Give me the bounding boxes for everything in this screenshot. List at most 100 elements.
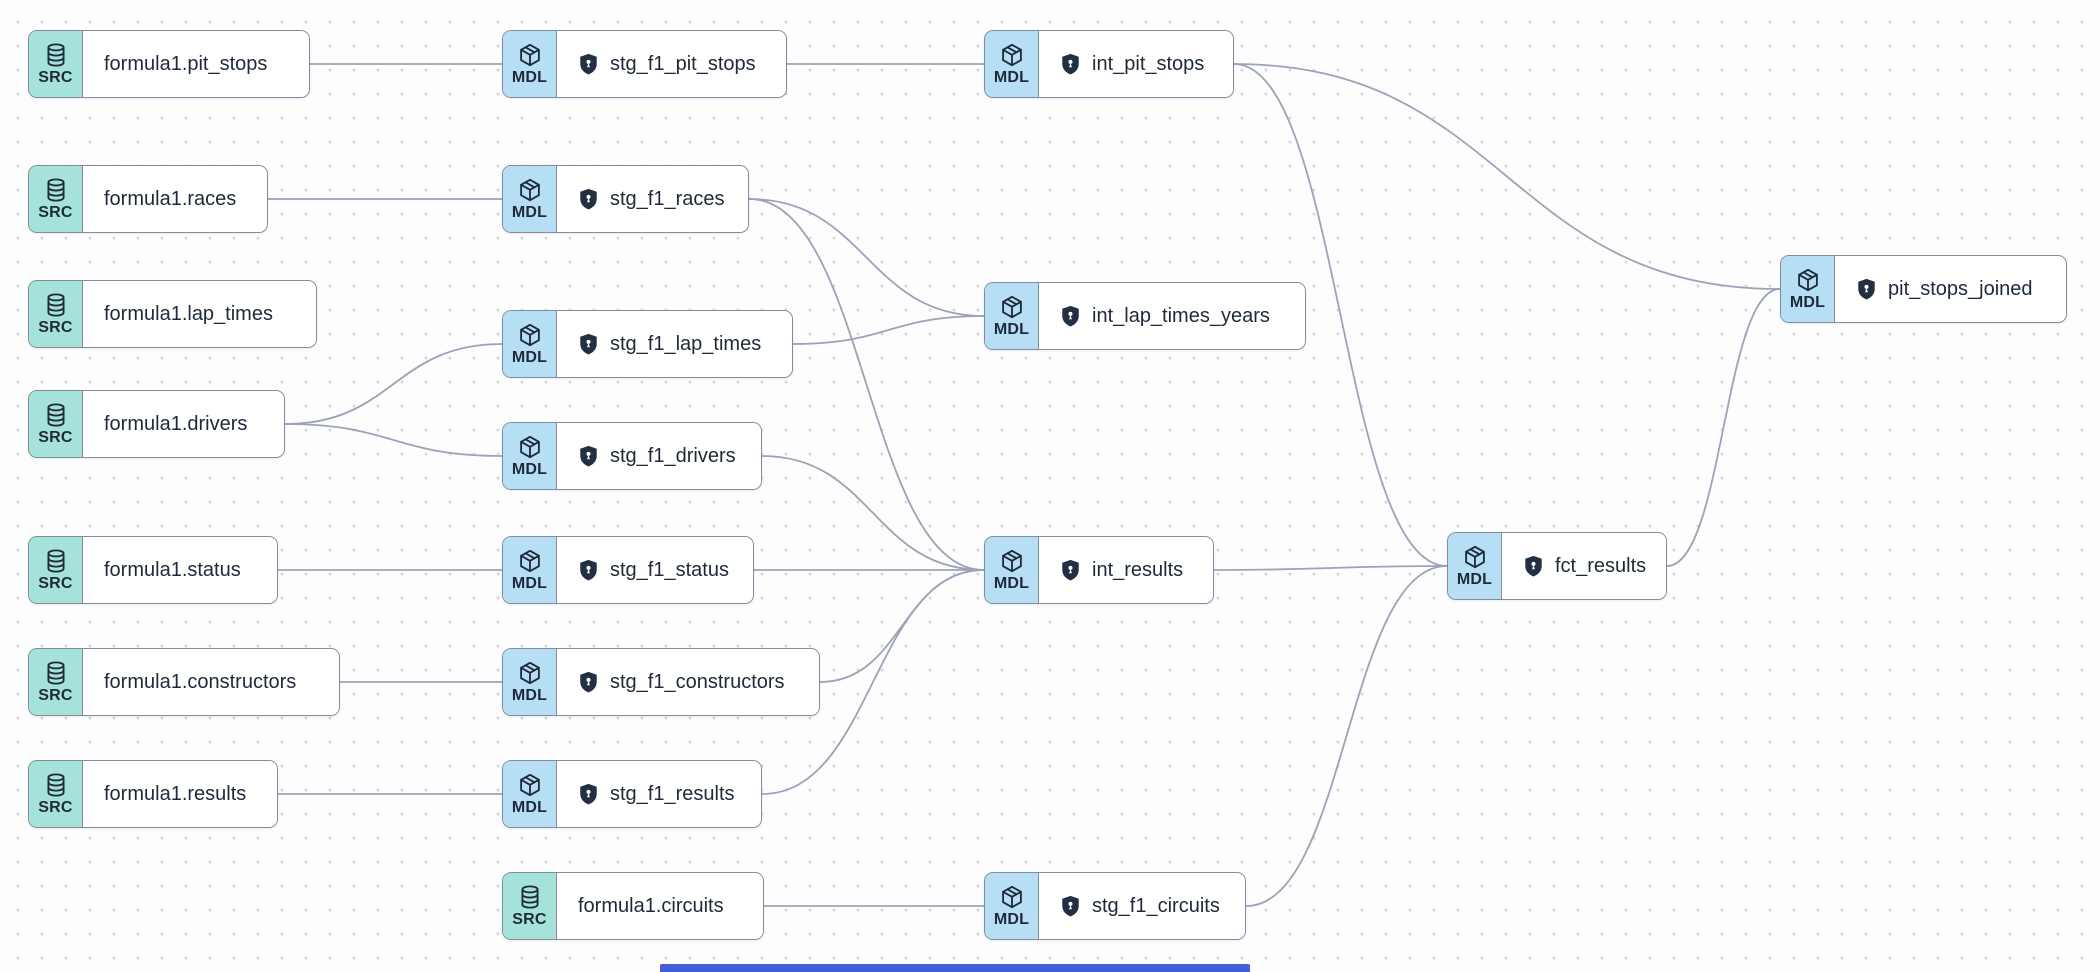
- shield-icon: [580, 783, 597, 804]
- node-body: int_pit_stops: [1039, 31, 1233, 97]
- node-type-badge: MDL: [985, 283, 1039, 349]
- node-type-badge: MDL: [503, 761, 557, 827]
- node-label: stg_f1_status: [610, 559, 729, 581]
- edge-src_drivers-to-stg_lap_times: [284, 343, 503, 425]
- node-type-badge: MDL: [985, 873, 1039, 939]
- node-src_constructors[interactable]: SRC formula1.constructors: [28, 648, 340, 716]
- node-src_status[interactable]: SRC formula1.status: [28, 536, 278, 604]
- node-stg_races[interactable]: MDL stg_f1_races: [502, 165, 749, 233]
- cube-icon: [1001, 549, 1022, 573]
- node-body: stg_f1_drivers: [557, 423, 761, 489]
- node-stg_lap_times[interactable]: MDL stg_f1_lap_times: [502, 310, 793, 378]
- node-label: formula1.constructors: [104, 671, 297, 693]
- shield-icon: [580, 333, 597, 354]
- node-int_lap_times_years[interactable]: MDL int_lap_times_years: [984, 282, 1306, 350]
- node-label: int_pit_stops: [1092, 53, 1205, 75]
- cube-icon: [519, 178, 540, 202]
- node-body: int_results: [1039, 537, 1213, 603]
- node-body: stg_f1_circuits: [1039, 873, 1245, 939]
- database-icon: [46, 43, 65, 67]
- node-type-label: SRC: [38, 429, 73, 446]
- node-label: formula1.pit_stops: [104, 53, 268, 75]
- edge-int_pit_stops-to-pit_stops_joined: [1233, 63, 1781, 290]
- shield-icon: [580, 445, 597, 466]
- cube-icon: [1464, 545, 1485, 569]
- node-fct_results[interactable]: MDL fct_results: [1447, 532, 1667, 600]
- node-body: stg_f1_results: [557, 761, 761, 827]
- node-body: formula1.pit_stops: [83, 31, 309, 97]
- edge-stg_races-to-int_results: [748, 198, 985, 571]
- node-label: formula1.races: [104, 188, 237, 210]
- shield-icon: [1062, 53, 1079, 74]
- node-src_results[interactable]: SRC formula1.results: [28, 760, 278, 828]
- node-type-badge: MDL: [503, 649, 557, 715]
- node-type-label: MDL: [1789, 294, 1826, 311]
- node-type-badge: SRC: [29, 537, 83, 603]
- edge-fct_results-to-pit_stops_joined: [1666, 288, 1781, 567]
- node-type-badge: SRC: [503, 873, 557, 939]
- node-label: fct_results: [1555, 555, 1647, 577]
- node-stg_circuits[interactable]: MDL stg_f1_circuits: [984, 872, 1246, 940]
- shield-icon: [580, 671, 597, 692]
- cube-icon: [1001, 43, 1022, 67]
- node-type-badge: MDL: [503, 31, 557, 97]
- node-stg_status[interactable]: MDL stg_f1_status: [502, 536, 754, 604]
- node-label: stg_f1_pit_stops: [610, 53, 756, 75]
- shield-icon: [1062, 895, 1079, 916]
- edge-int_results-to-fct_results: [1213, 565, 1448, 571]
- node-src_drivers[interactable]: SRC formula1.drivers: [28, 390, 285, 458]
- node-body: stg_f1_lap_times: [557, 311, 792, 377]
- node-label: stg_f1_constructors: [610, 671, 785, 693]
- node-int_results[interactable]: MDL int_results: [984, 536, 1214, 604]
- node-type-badge: MDL: [985, 31, 1039, 97]
- node-type-label: MDL: [511, 204, 548, 221]
- node-type-badge: SRC: [29, 166, 83, 232]
- node-label: int_results: [1092, 559, 1184, 581]
- node-label: pit_stops_joined: [1888, 278, 2033, 300]
- edge-stg_races-to-int_lap_times_years: [748, 198, 985, 317]
- node-type-label: MDL: [1456, 571, 1493, 588]
- node-body: pit_stops_joined: [1835, 256, 2066, 322]
- node-type-label: SRC: [38, 319, 73, 336]
- node-stg_results[interactable]: MDL stg_f1_results: [502, 760, 762, 828]
- node-body: stg_f1_constructors: [557, 649, 819, 715]
- node-stg_pit_stops[interactable]: MDL stg_f1_pit_stops: [502, 30, 787, 98]
- node-stg_constructors[interactable]: MDL stg_f1_constructors: [502, 648, 820, 716]
- node-body: stg_f1_pit_stops: [557, 31, 786, 97]
- node-type-badge: SRC: [29, 281, 83, 347]
- database-icon: [46, 661, 65, 685]
- edge-int_pit_stops-to-fct_results: [1233, 63, 1448, 567]
- node-type-badge: MDL: [1781, 256, 1835, 322]
- node-type-label: MDL: [511, 461, 548, 478]
- node-type-label: MDL: [511, 575, 548, 592]
- node-type-label: SRC: [38, 204, 73, 221]
- node-type-label: MDL: [993, 911, 1030, 928]
- node-type-badge: MDL: [503, 166, 557, 232]
- node-body: stg_f1_status: [557, 537, 753, 603]
- node-label: formula1.status: [104, 559, 241, 581]
- node-stg_drivers[interactable]: MDL stg_f1_drivers: [502, 422, 762, 490]
- node-label: stg_f1_results: [610, 783, 735, 805]
- node-body: formula1.status: [83, 537, 277, 603]
- node-type-label: MDL: [993, 321, 1030, 338]
- cube-icon: [1001, 885, 1022, 909]
- node-type-label: MDL: [993, 575, 1030, 592]
- node-type-label: SRC: [38, 69, 73, 86]
- node-body: formula1.results: [83, 761, 277, 827]
- node-src_races[interactable]: SRC formula1.races: [28, 165, 268, 233]
- edge-stg_drivers-to-int_results: [761, 455, 985, 571]
- cube-icon: [1797, 268, 1818, 292]
- node-src_circuits[interactable]: SRC formula1.circuits: [502, 872, 764, 940]
- node-type-badge: SRC: [29, 761, 83, 827]
- node-body: formula1.circuits: [557, 873, 763, 939]
- node-label: stg_f1_races: [610, 188, 725, 210]
- node-src_lap_times[interactable]: SRC formula1.lap_times: [28, 280, 317, 348]
- node-body: stg_f1_races: [557, 166, 748, 232]
- node-src_pit_stops[interactable]: SRC formula1.pit_stops: [28, 30, 310, 98]
- shield-icon: [1062, 305, 1079, 326]
- node-int_pit_stops[interactable]: MDL int_pit_stops: [984, 30, 1234, 98]
- node-label: stg_f1_lap_times: [610, 333, 762, 355]
- node-pit_stops_joined[interactable]: MDL pit_stops_joined: [1780, 255, 2067, 323]
- node-type-badge: SRC: [29, 31, 83, 97]
